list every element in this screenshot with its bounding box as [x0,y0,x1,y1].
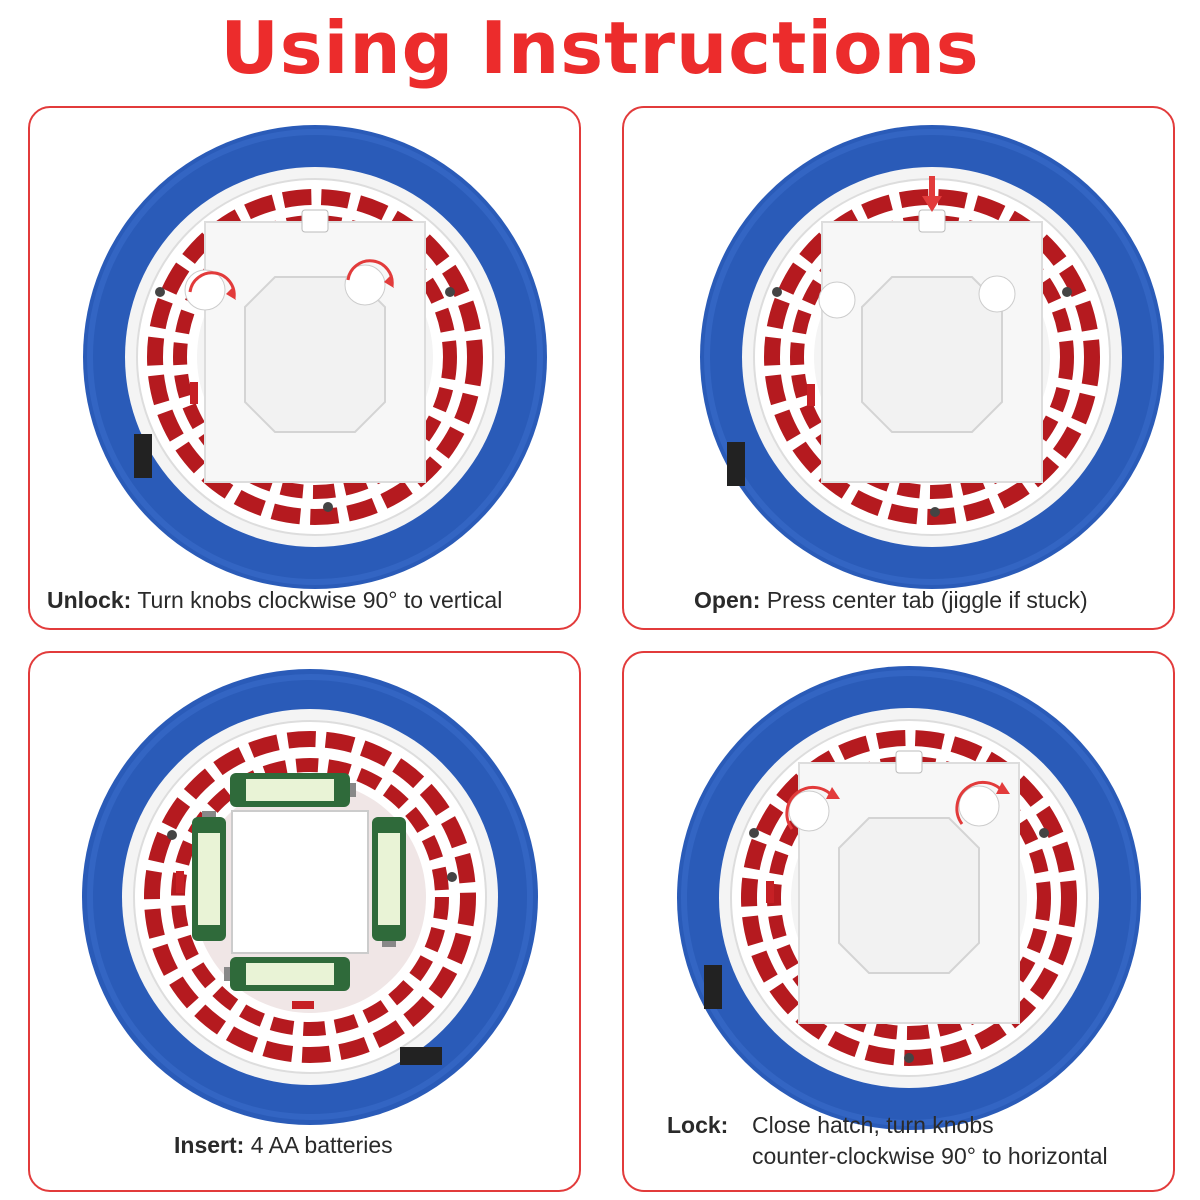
step-label: Insert: [174,1132,245,1158]
aa-battery-icon [372,817,406,947]
rotate-arrow-icon [955,780,1010,825]
press-down-arrow-icon [922,176,942,212]
step-open-caption: Open: Press center tab (jiggle if stuck) [694,586,1088,614]
hover-ball-disc-illustration [700,125,1164,589]
rotate-arrow-icon [346,259,394,288]
hover-ball-disc-illustration [82,669,538,1125]
step-text: Press center tab (jiggle if stuck) [766,587,1088,613]
step-open-panel: Open: Press center tab (jiggle if stuck) [622,106,1175,630]
step-lock-panel: Lock: Close hatch, turn knobs counter-cl… [622,651,1175,1192]
step-text-line1: Close hatch, turn knobs [752,1112,994,1138]
hover-ball-disc-illustration [677,666,1141,1130]
hover-ball-disc-illustration [83,125,547,589]
step-label: Open: [694,587,761,613]
rotate-arrow-icon [785,785,840,830]
step-unlock-caption: Unlock: Turn knobs clockwise 90° to vert… [47,586,502,614]
step-text: Turn knobs clockwise 90° to vertical [137,587,503,613]
aa-battery-icon [224,957,350,991]
step-label: Unlock: [47,587,132,613]
step-text-line2: counter-clockwise 90° to horizontal [752,1143,1108,1169]
step-label: Lock: [667,1112,729,1138]
rotate-arrow-icon [188,271,236,300]
step-unlock-panel: Unlock: Turn knobs clockwise 90° to vert… [28,106,581,630]
step-insert-panel: Insert: 4 AA batteries [28,651,581,1192]
page-title: Using Instructions [220,6,980,90]
aa-battery-icon [230,773,356,807]
step-insert-caption: Insert: 4 AA batteries [174,1131,393,1159]
aa-battery-icon [192,811,226,941]
step-text: 4 AA batteries [250,1132,393,1158]
